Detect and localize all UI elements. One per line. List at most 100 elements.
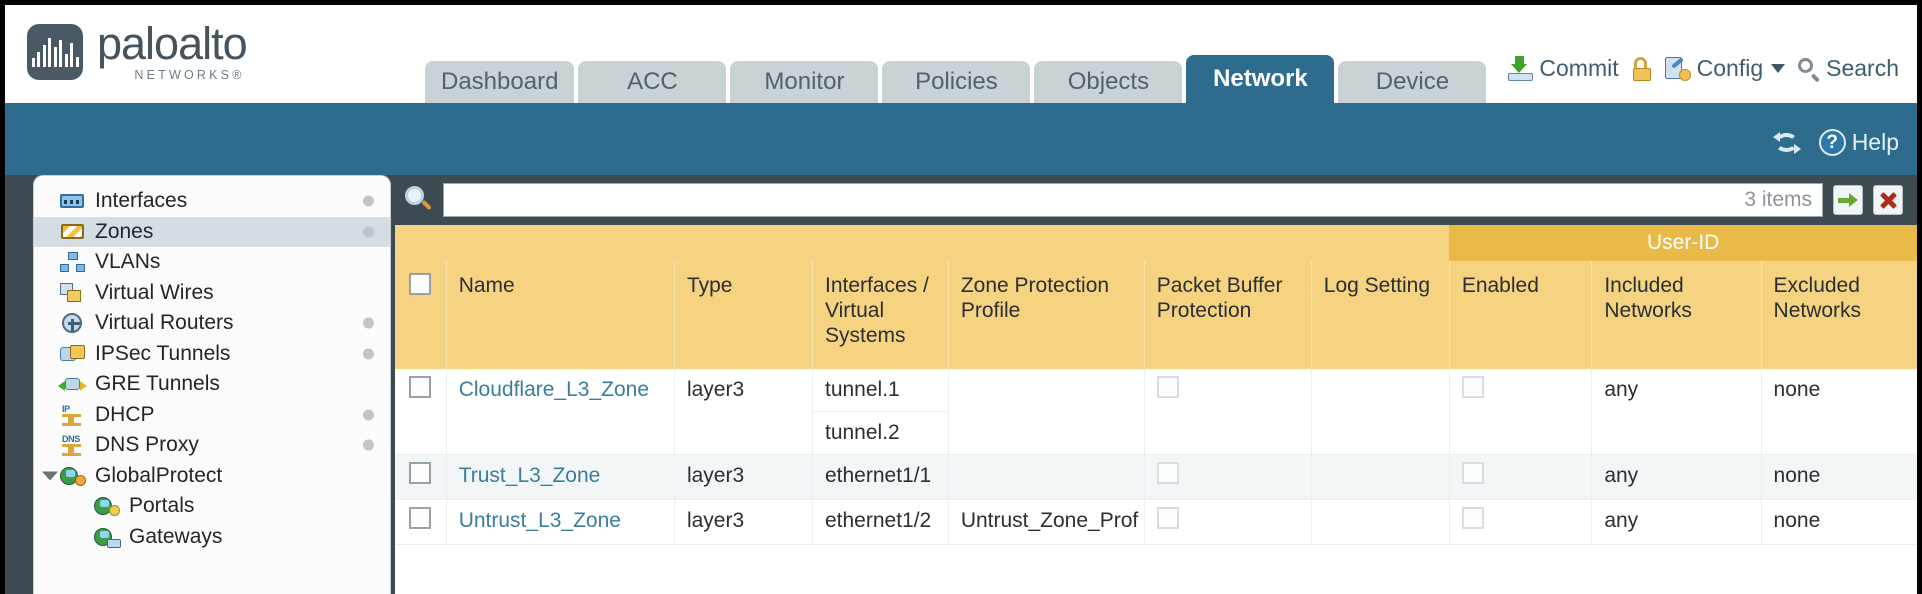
column-header-interfaces[interactable]: Interfaces / Virtual Systems: [811, 261, 949, 369]
column-header-log-setting[interactable]: Log Setting: [1310, 261, 1450, 369]
status-dot: [363, 195, 374, 207]
table-row[interactable]: Untrust_L3_Zone layer3 ethernet1/2 Untru…: [395, 499, 1917, 545]
body-area: Interfaces Zones VLANs Virtual Wires: [5, 175, 1917, 594]
apply-filter-button[interactable]: [1833, 185, 1863, 215]
sidebar-item-dhcp[interactable]: IP DHCP: [34, 400, 390, 431]
tab-policies[interactable]: Policies: [882, 61, 1031, 103]
sidebar-item-gateways[interactable]: Gateways: [34, 522, 390, 553]
row-checkbox[interactable]: [409, 462, 431, 484]
filter-input[interactable]: 3 items: [443, 183, 1823, 217]
group-header-spacer: [395, 225, 1450, 261]
sidebar-nav: Interfaces Zones VLANs Virtual Wires: [33, 175, 391, 594]
row-checkbox[interactable]: [409, 507, 431, 529]
status-dot: [363, 348, 374, 360]
tab-dashboard[interactable]: Dashboard: [425, 61, 575, 103]
search-button[interactable]: Search: [1798, 55, 1899, 83]
select-all-checkbox[interactable]: [409, 273, 431, 295]
logo-mark-icon: [27, 23, 83, 80]
cell-interfaces: ethernet1/1: [811, 454, 949, 500]
brand-tagline-text: NETWORKS: [134, 68, 233, 82]
utility-links: Commit Config Search: [1508, 55, 1899, 83]
cell-included-networks: any: [1591, 454, 1762, 500]
lock-icon[interactable]: [1632, 56, 1652, 81]
sidebar-item-label: DNS Proxy: [95, 433, 199, 457]
filter-bar: 3 items: [395, 175, 1917, 225]
zone-name-link[interactable]: Untrust_L3_Zone: [458, 509, 621, 532]
cell-excluded-networks: none: [1760, 499, 1917, 545]
table-row[interactable]: Trust_L3_Zone layer3 ethernet1/1: [395, 454, 1917, 500]
refresh-icon[interactable]: [1772, 131, 1801, 155]
help-label: Help: [1851, 129, 1899, 155]
zones-table-container: User-ID Name Type Interfaces / Virtual S…: [395, 225, 1917, 594]
zones-table: User-ID Name Type Interfaces / Virtual S…: [395, 225, 1917, 545]
table-row[interactable]: Cloudflare_L3_Zone layer3 tunnel.1 tunne…: [395, 369, 1917, 455]
sidebar-item-vlans[interactable]: VLANs: [34, 247, 390, 278]
brand-tagline: NETWORKS®: [97, 68, 247, 82]
cell-interfaces: ethernet1/2: [811, 499, 949, 545]
portals-icon: [94, 495, 120, 517]
sidebar-item-virtual-routers[interactable]: Virtual Routers: [34, 308, 390, 339]
cell-userid-enabled: [1448, 369, 1592, 455]
config-menu[interactable]: Config: [1664, 55, 1786, 82]
expand-triangle-icon[interactable]: [42, 471, 58, 481]
tab-objects[interactable]: Objects: [1034, 61, 1183, 103]
table-header-row: Name Type Interfaces / Virtual Systems Z…: [395, 261, 1917, 369]
brand-registered-mark: ®: [232, 68, 245, 82]
tab-device[interactable]: Device: [1338, 61, 1487, 103]
clear-filter-button[interactable]: [1873, 185, 1903, 215]
userid-enabled-checkbox[interactable]: [1461, 376, 1484, 398]
sidebar-item-gre-tunnels[interactable]: GRE Tunnels: [34, 369, 390, 400]
sidebar-item-portals[interactable]: Portals: [34, 491, 390, 522]
row-select-cell: [395, 454, 447, 500]
sidebar-item-ipsec-tunnels[interactable]: IPSec Tunnels: [34, 339, 390, 370]
column-header-packet-buffer-protection[interactable]: Packet Buffer Protection: [1143, 261, 1312, 369]
help-button[interactable]: ? Help: [1818, 129, 1899, 156]
column-header-included-networks[interactable]: Included Networks: [1591, 261, 1762, 369]
zone-name-link[interactable]: Trust_L3_Zone: [458, 464, 601, 487]
column-header-type[interactable]: Type: [673, 261, 813, 369]
cell-zone-protection-profile: Untrust_Zone_Prof: [947, 499, 1145, 545]
column-header-excluded-networks[interactable]: Excluded Networks: [1760, 261, 1917, 369]
table-body: Cloudflare_L3_Zone layer3 tunnel.1 tunne…: [395, 369, 1917, 545]
virtual-wires-icon: [60, 282, 86, 304]
search-label: Search: [1826, 55, 1899, 81]
sidebar-item-zones[interactable]: Zones: [34, 216, 390, 247]
row-select-cell: [395, 499, 447, 545]
cell-name: Trust_L3_Zone: [445, 454, 675, 500]
config-label: Config: [1696, 55, 1764, 81]
column-header-zone-protection-profile[interactable]: Zone Protection Profile: [947, 261, 1145, 369]
cell-included-networks: any: [1591, 499, 1762, 545]
sidebar-item-virtual-wires[interactable]: Virtual Wires: [34, 278, 390, 309]
tab-network[interactable]: Network: [1186, 55, 1335, 103]
sidebar-item-interfaces[interactable]: Interfaces: [34, 186, 390, 217]
packet-buffer-protection-checkbox[interactable]: [1156, 462, 1179, 484]
column-header-enabled[interactable]: Enabled: [1448, 261, 1592, 369]
cell-interfaces: tunnel.1 tunnel.2: [811, 369, 949, 455]
sidebar-item-dns-proxy[interactable]: DNS DNS Proxy: [34, 430, 390, 461]
cell-zone-protection-profile: [947, 454, 1145, 500]
filter-search-icon[interactable]: [403, 185, 433, 215]
status-dot: [363, 439, 374, 451]
row-checkbox[interactable]: [409, 376, 431, 398]
userid-enabled-checkbox[interactable]: [1461, 507, 1484, 529]
gateways-icon: [94, 526, 121, 548]
cell-zone-protection-profile: [947, 369, 1145, 455]
cell-type: layer3: [673, 499, 813, 545]
sidebar-item-globalprotect[interactable]: GlobalProtect: [34, 461, 390, 492]
globalprotect-icon: [60, 465, 86, 487]
packet-buffer-protection-checkbox[interactable]: [1156, 507, 1179, 529]
cell-name: Untrust_L3_Zone: [445, 499, 675, 545]
sidebar-item-label: Zones: [95, 219, 154, 243]
zone-name-link[interactable]: Cloudflare_L3_Zone: [458, 378, 650, 401]
main-content: 3 items: [395, 175, 1917, 594]
chevron-down-icon: [1771, 64, 1786, 73]
sub-toolbar-actions: ? Help: [1772, 129, 1899, 156]
userid-enabled-checkbox[interactable]: [1461, 462, 1484, 484]
commit-button[interactable]: Commit: [1508, 55, 1619, 82]
column-header-name[interactable]: Name: [445, 261, 675, 369]
packet-buffer-protection-checkbox[interactable]: [1156, 376, 1179, 398]
tab-monitor[interactable]: Monitor: [730, 61, 879, 103]
tab-acc[interactable]: ACC: [578, 61, 727, 103]
cell-userid-enabled: [1448, 454, 1592, 500]
sidebar-item-label: GlobalProtect: [95, 463, 223, 487]
